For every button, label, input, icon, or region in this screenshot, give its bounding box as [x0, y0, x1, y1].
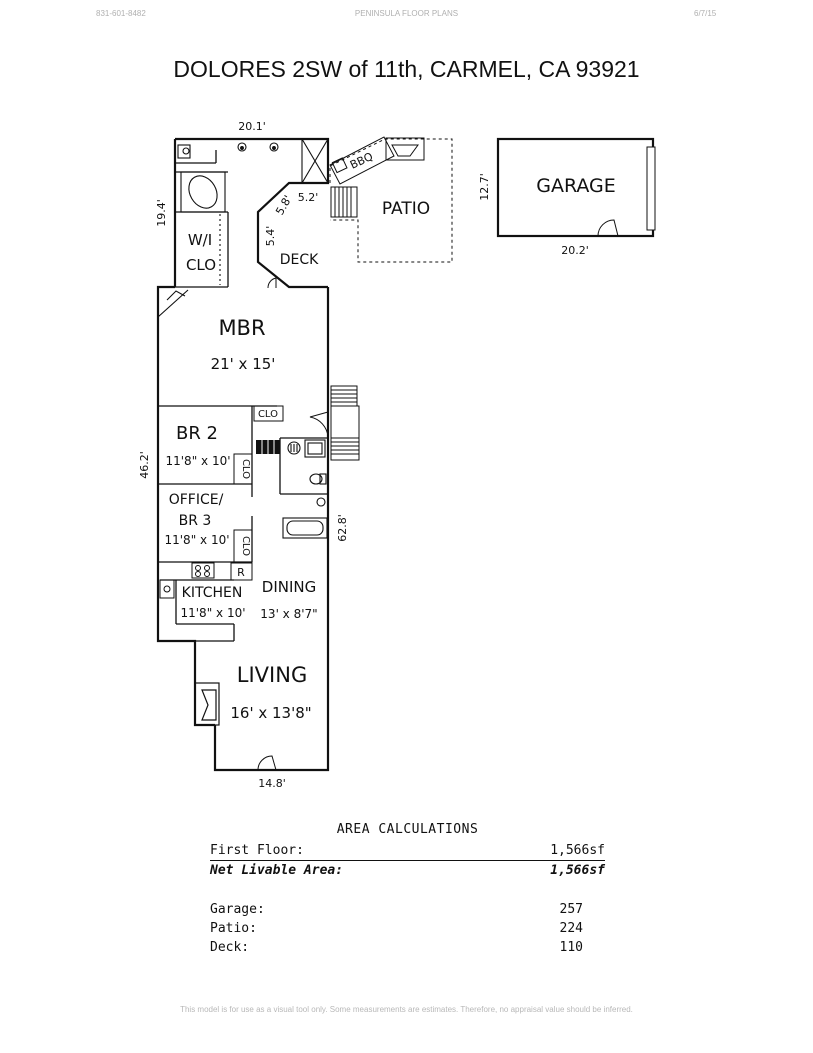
room-garage: GARAGE: [536, 175, 616, 197]
deck-label: Deck:: [210, 940, 250, 955]
kitchen-fixtures: [159, 562, 253, 599]
header-date: 6/7/15: [694, 9, 717, 18]
room-deck: DECK: [280, 252, 319, 268]
area-title: AREA CALCULATIONS: [336, 822, 479, 837]
area-row-garage: Garage: 257: [210, 900, 605, 919]
room-office-size: 11'8" x 10': [164, 533, 229, 547]
front-door-icon: [257, 755, 277, 771]
header-phone: 831-601-8482: [96, 9, 146, 18]
closet-label-mbr: CLO: [258, 409, 278, 420]
room-living: LIVING: [237, 663, 307, 687]
patio-outline: [329, 136, 453, 263]
room-living-size: 16' x 13'8": [230, 704, 311, 722]
room-br2-size: 11'8" x 10': [165, 454, 230, 468]
room-kitchen-size: 11'8" x 10': [180, 606, 245, 620]
garage-door: [646, 146, 656, 231]
dim-garage-height: 12.7': [478, 173, 491, 201]
dim-right-main: 62.8': [336, 514, 349, 542]
net-label: Net Livable Area:: [210, 863, 344, 878]
dim-left-main: 46.2': [138, 451, 151, 479]
room-office: OFFICE/: [169, 492, 224, 508]
area-row-net: Net Livable Area: 1,566sf: [210, 861, 605, 880]
disclaimer: This model is for use as a visual tool o…: [180, 1005, 633, 1014]
room-br3: BR 3: [179, 513, 212, 529]
area-calculations: AREA CALCULATIONS First Floor: 1,566sf N…: [210, 822, 605, 957]
first-floor-value: 1,566sf: [550, 843, 605, 858]
deck-steps: [330, 186, 358, 218]
area-row-deck: Deck: 110: [210, 938, 605, 957]
fridge-label: R: [237, 566, 245, 579]
net-value: 1,566sf: [550, 863, 605, 878]
header-company: PENINSULA FLOOR PLANS: [354, 9, 459, 18]
fireplace: [194, 682, 220, 726]
room-mbr: MBR: [218, 316, 265, 340]
deck-value: 110: [559, 940, 583, 955]
area-row-patio: Patio: 224: [210, 919, 605, 938]
deck-door-icon: [267, 277, 277, 289]
hall-bath-fixtures: [282, 439, 328, 539]
closet-label-br2: CLO: [240, 459, 251, 479]
side-door-icon: [309, 411, 329, 438]
page-title: DOLORES 2SW of 11th, CARMEL, CA 93921: [173, 56, 640, 82]
floor-plan: 20.1' 19.4' 5.2' 5.8' 5.4' 12.7' 20.2' 4…: [138, 120, 656, 790]
room-dining-size: 13' x 8'7": [260, 607, 317, 621]
room-wi: W/I: [188, 231, 212, 249]
room-kitchen: KITCHEN: [182, 585, 243, 601]
room-mbr-size: 21' x 15': [211, 355, 276, 373]
room-br2: BR 2: [176, 423, 218, 444]
dim-bottom-width: 14.8': [258, 777, 286, 790]
dim-top-width: 20.1': [238, 120, 266, 133]
first-floor-label: First Floor:: [210, 843, 304, 858]
dim-deck-c: 5.4': [264, 226, 277, 247]
patio-label: Patio:: [210, 921, 257, 936]
dim-garage-width: 20.2': [561, 244, 589, 257]
dim-deck-a: 5.2': [298, 191, 319, 204]
patio-value: 224: [559, 921, 583, 936]
room-labels: W/I CLO DECK PATIO BBQ GARAGE MBR 21' x …: [164, 150, 615, 722]
room-dining: DINING: [262, 578, 316, 596]
room-wi-clo: CLO: [186, 256, 216, 274]
mbr-closet-corner: [157, 289, 189, 318]
closet-label-br3: CLO: [240, 536, 251, 556]
mbr-steps: [330, 385, 360, 461]
garage-label: Garage:: [210, 902, 265, 917]
dim-left-upper: 19.4': [155, 199, 168, 227]
bath-fixtures: [177, 138, 329, 285]
closets: [233, 405, 284, 563]
dim-deck-b: 5.8': [273, 193, 295, 217]
area-row-first-floor: First Floor: 1,566sf: [210, 841, 605, 861]
room-patio: PATIO: [382, 199, 430, 219]
garage-side-door-icon: [597, 219, 619, 237]
garage-value: 257: [559, 902, 583, 917]
